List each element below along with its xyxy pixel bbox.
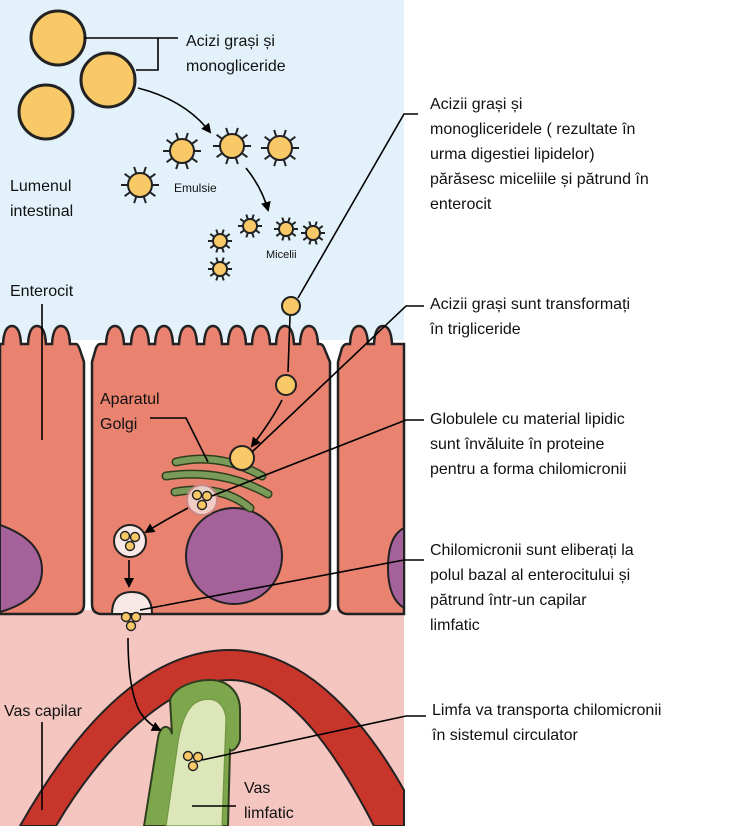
emulsion-droplets: [121, 127, 299, 204]
arrow-to-micelles: [245, 167, 271, 212]
micelle: [274, 217, 298, 241]
nucleus-left: [0, 523, 44, 614]
lymph-vessel-label: Vas limfatic: [244, 780, 294, 822]
lumen-label: Lumenul intestinal: [10, 178, 76, 220]
annotation-entry: Acizii grași și monogliceridele ( rezult…: [430, 96, 653, 213]
enterocyte-label: Enterocit: [10, 283, 74, 300]
emulsion-droplet: [163, 132, 201, 170]
absorbed-droplet: [281, 296, 301, 316]
micelle: [208, 229, 232, 253]
nuclei: [0, 507, 405, 614]
label-leaders: [41, 304, 236, 810]
annotation-chylomicron-formation: Globulele cu material lipidic sunt învăl…: [430, 411, 629, 478]
nucleus-middle: [185, 507, 283, 605]
leader-2: [251, 305, 424, 453]
emulsion-label: Emulsie: [174, 181, 217, 195]
triglyceride-droplet: [229, 445, 255, 471]
leader-1: [297, 113, 418, 299]
chylomicron-exocytosis: [110, 590, 154, 632]
fat-droplet: [17, 83, 75, 141]
annotation-triglycerides: Acizii grași sunt transformați în trigli…: [429, 296, 635, 338]
arrow-to-emulsion: [137, 87, 212, 134]
micelles-label: Micelii: [266, 249, 297, 261]
leader-3: [211, 419, 424, 497]
nucleus-right: [386, 526, 405, 610]
micelle: [208, 257, 232, 281]
process-arrows: [124, 87, 291, 731]
enterocyte-cell-right: [336, 324, 406, 616]
micelle: [238, 214, 262, 238]
arrow-to-vesicle: [144, 507, 189, 534]
arrow-to-golgi: [250, 399, 283, 448]
annotation-lymph-transport: Limfa va transporta chilomicronii în sis…: [431, 702, 666, 744]
golgi-label: Aparatul Golgi: [100, 391, 164, 433]
chylomicron-in-golgi: [186, 484, 218, 516]
fatty-acids-bracket: [84, 37, 178, 71]
golgi-leader: [150, 417, 209, 463]
emulsion-droplet: [213, 127, 251, 165]
chylomicron-vesicle: [113, 524, 147, 558]
absorbed-droplet: [275, 374, 297, 396]
micelle-to-cell-line: [287, 315, 291, 373]
fatty-acids-label: Acizi grași și monogliceride: [186, 33, 286, 75]
fat-droplet: [79, 51, 137, 109]
absorbed-droplets: [229, 296, 301, 471]
micelle: [301, 221, 325, 245]
annotation-leaders: [139, 113, 426, 761]
golgi-apparatus: [161, 454, 273, 513]
micelles: [208, 214, 325, 281]
emulsion-droplet: [121, 166, 159, 204]
arrow-to-lymph: [127, 637, 162, 731]
fat-droplet: [29, 9, 87, 67]
emulsion-droplet: [261, 129, 299, 167]
annotation-chylomicron-release: Chilomicronii sunt eliberați la polul ba…: [430, 542, 638, 634]
fatty-acid-droplets: [17, 9, 137, 141]
chylomicron-in-lymph: [182, 750, 204, 772]
leader-5: [201, 715, 426, 761]
leader-4: [139, 559, 424, 611]
blood-capillary-label: Vas capilar: [4, 703, 83, 720]
